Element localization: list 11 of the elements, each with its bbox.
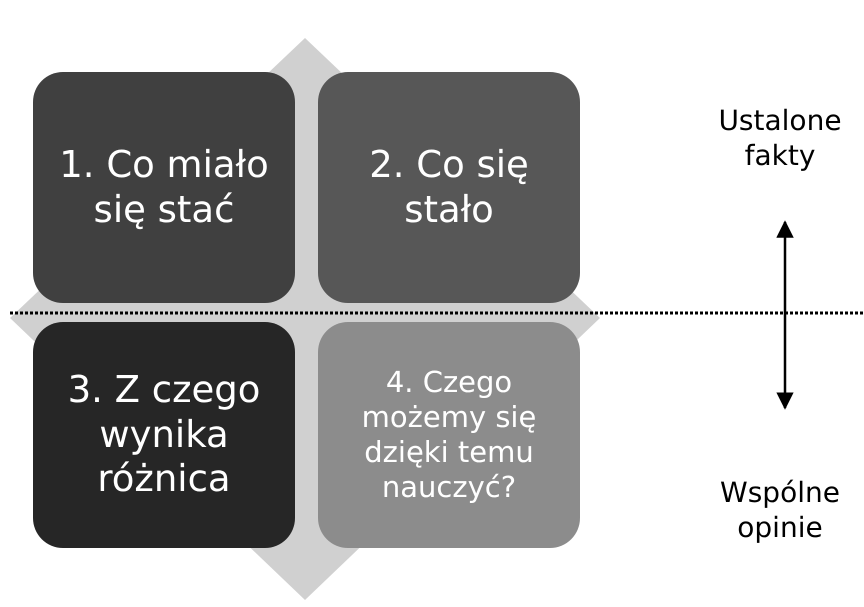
scale-label: Ustalone fakty — [717, 103, 843, 173]
double-arrow — [776, 220, 794, 410]
quadrant-title: 4. Czego możemy się dzięki temu nauczyć? — [360, 365, 538, 505]
scale-label: Wspólne opinie — [719, 475, 841, 545]
quadrant-card — [33, 72, 295, 303]
quadrant-title: 2. Co się stało — [368, 143, 530, 232]
quadrant-card — [318, 72, 580, 303]
quadrant-title: 3. Z czego wynika różnica — [66, 368, 262, 502]
quadrant-card — [318, 322, 580, 548]
quadrant-card — [33, 322, 295, 548]
quadrant-title: 1. Co miało się stać — [58, 143, 270, 232]
